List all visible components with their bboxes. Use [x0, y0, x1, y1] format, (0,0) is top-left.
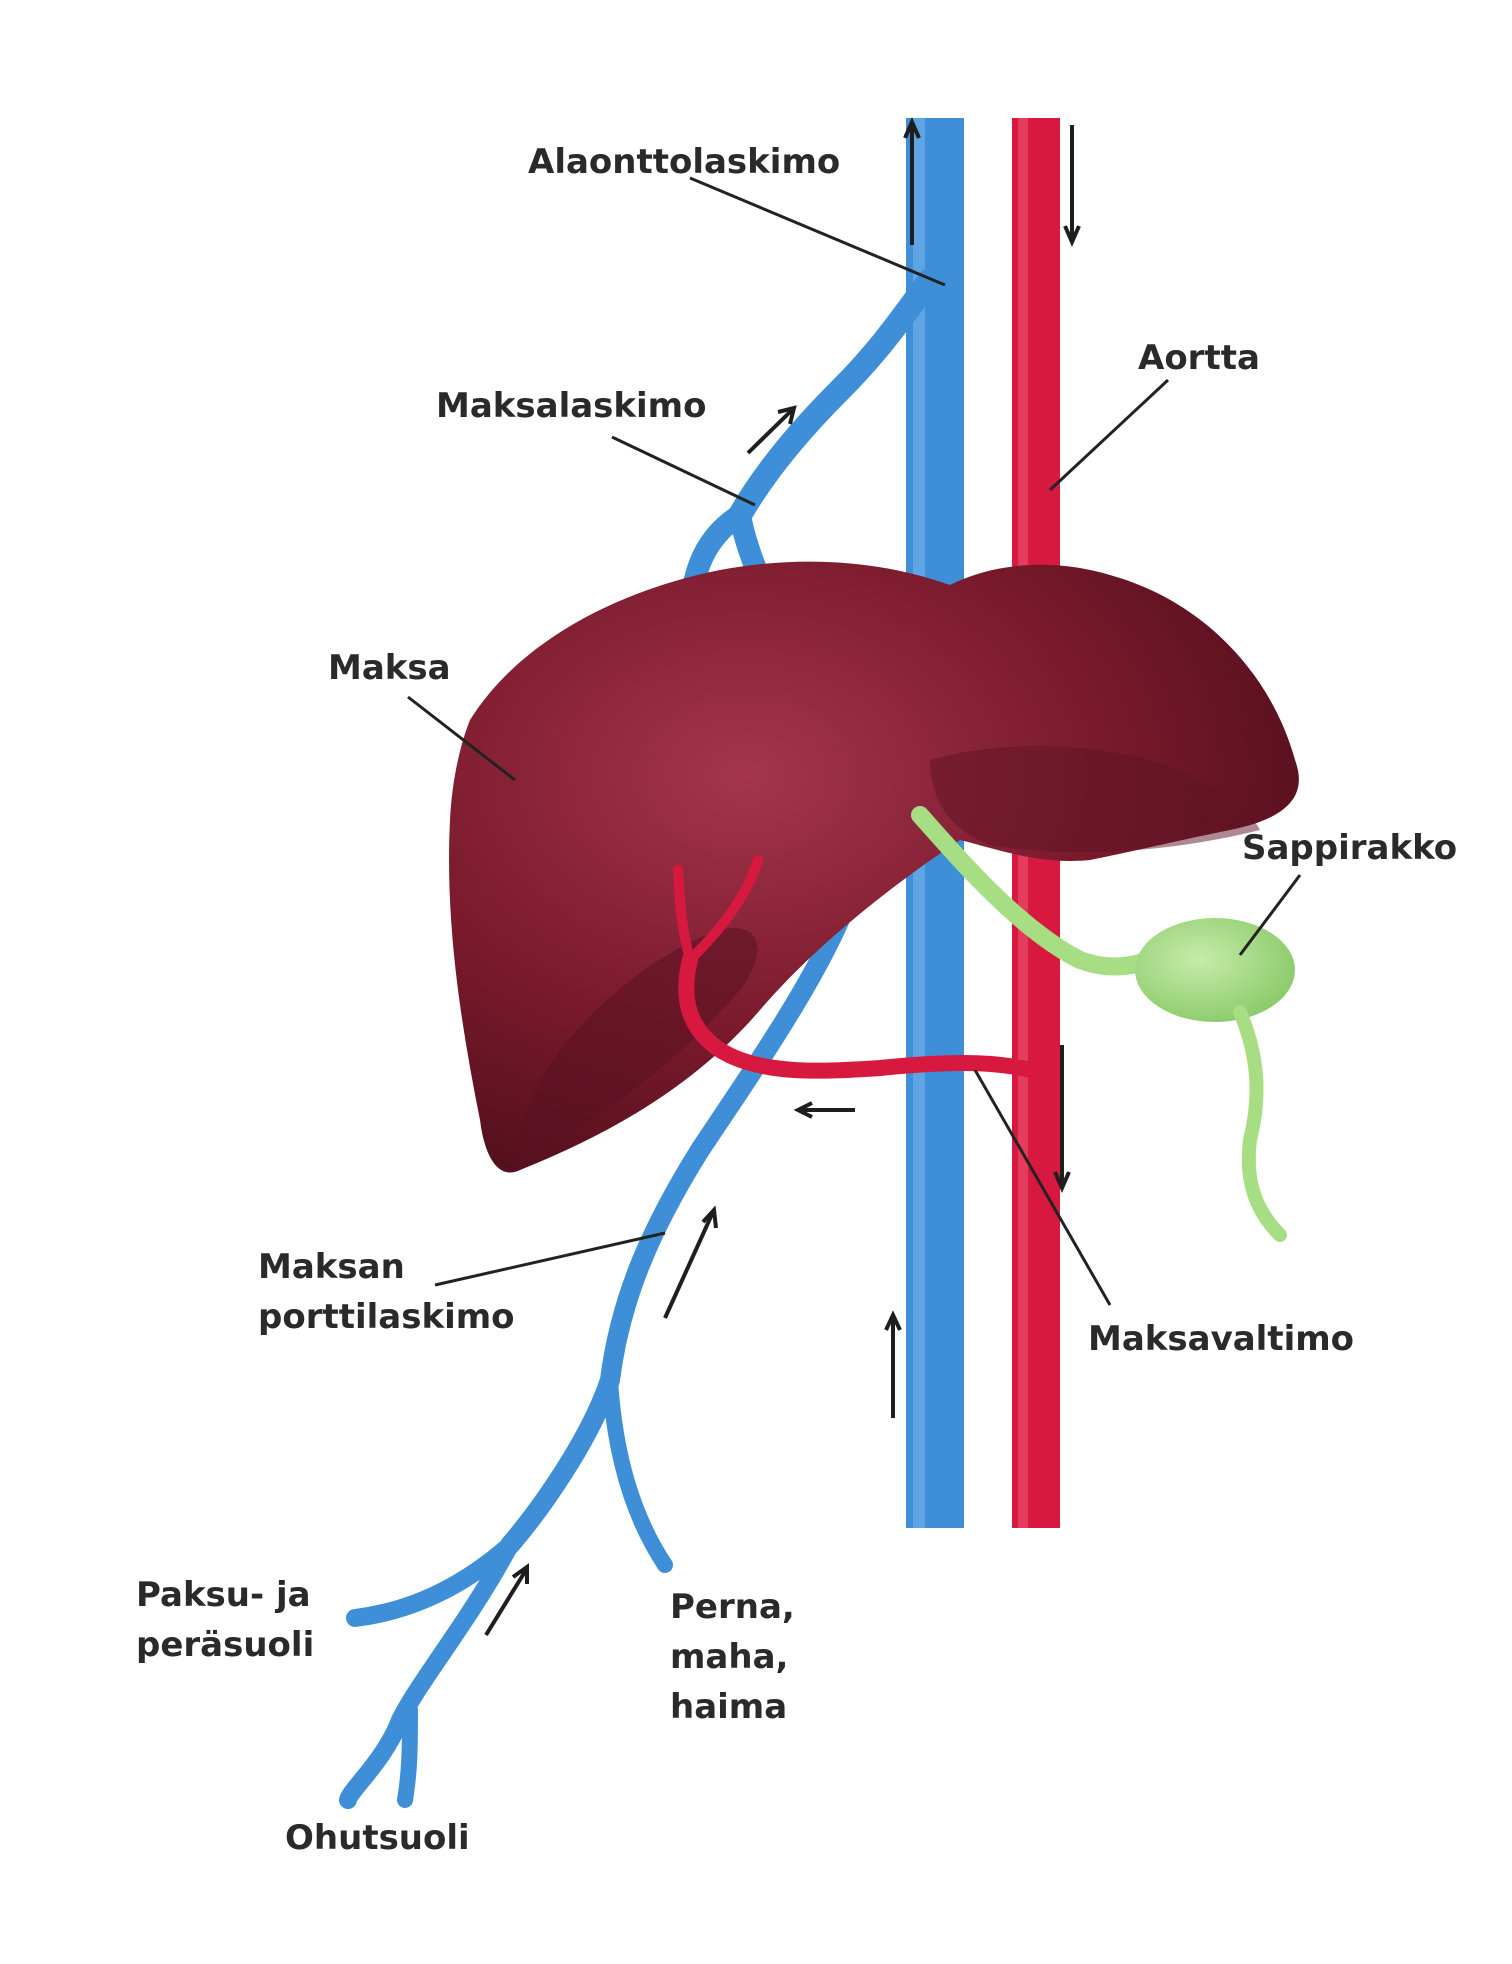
arrow-up-right-icon — [746, 405, 797, 455]
leader-aorta — [1048, 378, 1170, 492]
gallbladder — [911, 806, 1295, 1242]
label-colon: Paksu- ja peräsuoli — [136, 1575, 315, 1665]
label-aorta: Aortta — [1138, 338, 1260, 378]
leader-hepatic-vein — [611, 435, 756, 507]
arrow-down-icon — [1053, 1045, 1071, 1193]
leader-hepatic-artery — [973, 1069, 1112, 1306]
label-spleen-stomach-pancreas: Perna, maha, haima — [670, 1587, 795, 1727]
label-small-intestine: Ohutsuoli — [285, 1818, 470, 1858]
arrow-up-right-icon — [663, 1205, 718, 1319]
liver-lobe-shade — [930, 746, 1260, 853]
leader-lines — [407, 176, 1302, 1306]
arrow-left-icon — [793, 1101, 855, 1119]
label-gallbladder: Sappirakko — [1242, 828, 1458, 868]
liver-underside-shade — [519, 928, 758, 1165]
arrow-up-icon — [903, 117, 921, 245]
label-hepatic-vein: Maksalaskimo — [436, 386, 707, 426]
leader-portal-vein — [434, 1231, 666, 1287]
label-portal-vein: Maksan porttilaskimo — [258, 1247, 515, 1337]
label-hepatic-artery: Maksavaltimo — [1088, 1319, 1355, 1359]
label-liver: Maksa — [328, 648, 451, 688]
flow-arrows — [484, 117, 1081, 1637]
leader-gallbladder — [1238, 874, 1302, 956]
arrow-up-right-icon — [484, 1563, 529, 1637]
leader-liver — [407, 695, 516, 782]
label-inferior-vena-cava: Alaonttolaskimo — [528, 142, 841, 182]
arrow-up-icon — [884, 1310, 902, 1418]
arrow-down-icon — [1063, 125, 1081, 247]
leader-inferior-vena-cava — [689, 176, 946, 287]
hepatic-artery — [673, 855, 1038, 1079]
